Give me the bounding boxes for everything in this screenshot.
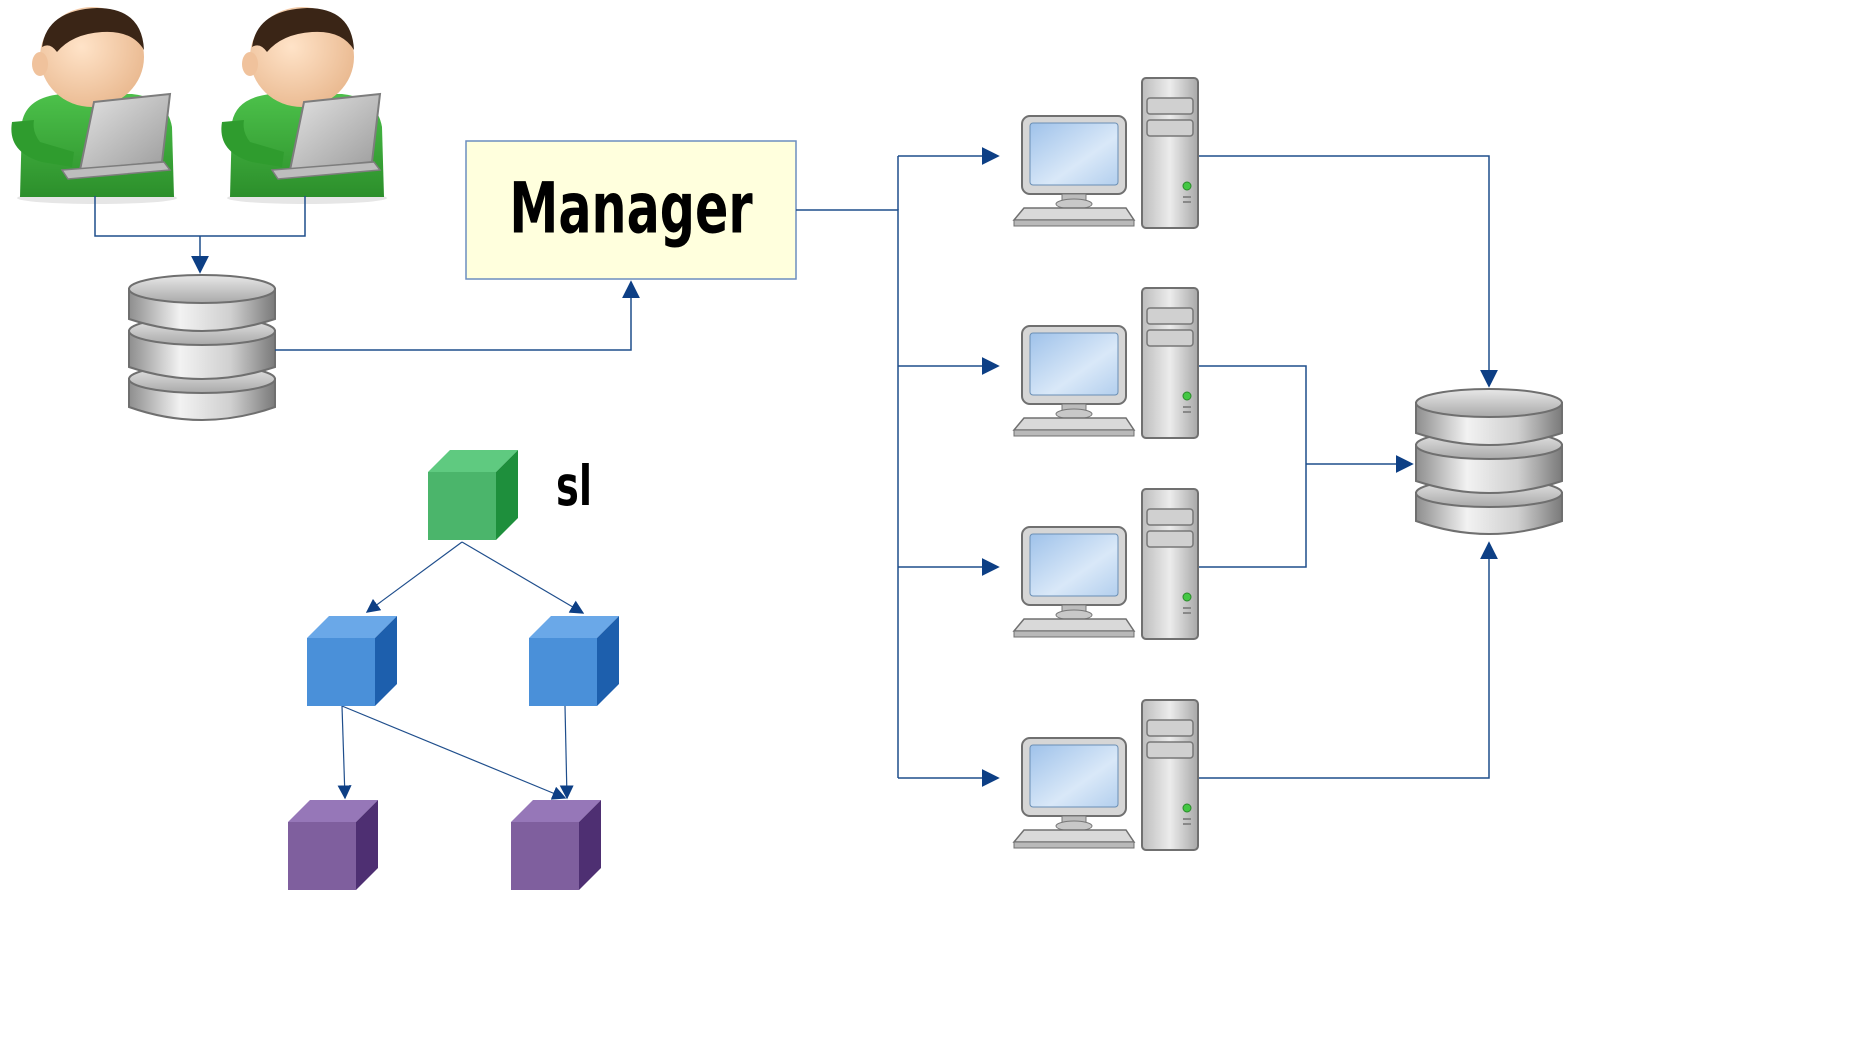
desktop-computer-icon bbox=[1013, 77, 1199, 229]
user-with-laptop-icon bbox=[10, 6, 178, 205]
task-graph: sl bbox=[288, 450, 619, 890]
database-icon bbox=[128, 274, 276, 421]
cube-icon bbox=[511, 800, 601, 890]
manager-label: Manager bbox=[509, 167, 752, 249]
task-graph-label: sl bbox=[556, 455, 592, 519]
database-to-manager-connector bbox=[275, 280, 640, 351]
cube-icon bbox=[529, 616, 619, 706]
desktop-computer-icon bbox=[1013, 699, 1199, 851]
manager-node: Manager bbox=[465, 140, 797, 280]
database-icon bbox=[1415, 388, 1563, 535]
cube-icon bbox=[288, 800, 378, 890]
workers-to-database-connectors bbox=[1199, 155, 1498, 779]
cube-icon bbox=[307, 616, 397, 706]
desktop-computer-icon bbox=[1013, 488, 1199, 640]
user-with-laptop-icon bbox=[220, 6, 388, 205]
cube-icon bbox=[428, 450, 518, 540]
task-graph-edges bbox=[337, 541, 585, 800]
desktop-computer-icon bbox=[1013, 287, 1199, 439]
users-to-database-connector bbox=[94, 196, 306, 272]
manager-to-workers-connectors bbox=[796, 147, 1000, 787]
